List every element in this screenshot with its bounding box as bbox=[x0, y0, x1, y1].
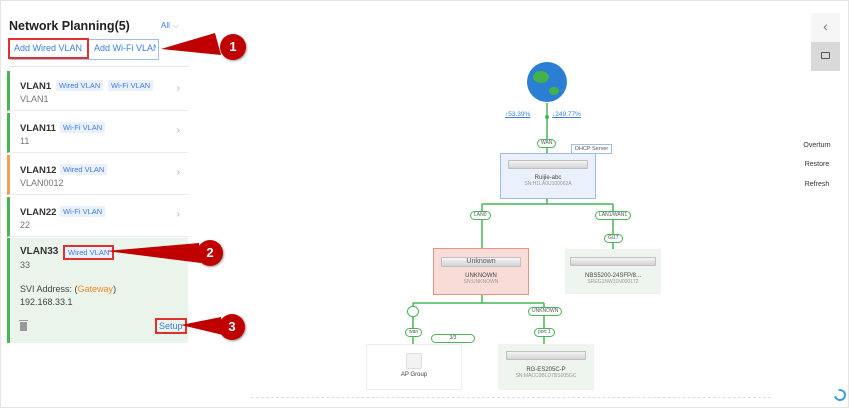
add-wired-vlan-tab[interactable]: Add Wired VLAN bbox=[14, 43, 83, 53]
panel-title: Network Planning(5) bbox=[9, 19, 130, 33]
collapse-panel-button[interactable]: ‹ bbox=[811, 13, 840, 42]
vlan-name: VLAN12 bbox=[20, 165, 57, 176]
device-icon bbox=[821, 52, 830, 59]
svi-ip: 192.168.33.1 bbox=[20, 297, 73, 307]
port-label: LAN1/WAN1 bbox=[595, 211, 632, 220]
collapse-node[interactable] bbox=[407, 306, 419, 317]
callout-1-pointer bbox=[161, 33, 221, 55]
port-label: Gi17 bbox=[604, 234, 623, 243]
poe-switch-device[interactable]: RG-ES205C-P SN:MACC0BLD7BS005GC bbox=[498, 344, 594, 390]
vlan-tag: Wi-Fi VLAN bbox=[108, 80, 154, 91]
chevron-down-icon: ⌵ bbox=[172, 21, 179, 30]
vlan-card[interactable]: VLAN1 Wired VLAN Wi-Fi VLAN VLAN1 › bbox=[7, 71, 188, 111]
download-rate: ↓249.77% bbox=[552, 111, 581, 118]
svi-close: ) bbox=[113, 284, 117, 294]
view-controls: Overturn Restore Refresh bbox=[797, 134, 837, 196]
access-point-icon bbox=[406, 353, 422, 369]
device-name: RG-ES205C-P bbox=[526, 367, 566, 373]
switch-device[interactable]: NBS5200-24SFP/8... SREG1NW31N000172 bbox=[565, 249, 661, 294]
chevron-right-icon: › bbox=[176, 83, 180, 94]
chevron-right-icon: › bbox=[176, 125, 180, 136]
chevron-right-icon: › bbox=[176, 167, 180, 178]
refresh-button[interactable]: Refresh bbox=[804, 181, 830, 188]
device-name: AP Group bbox=[400, 372, 428, 378]
vlan-card[interactable]: VLAN11 Wi-Fi VLAN 11 › bbox=[7, 113, 188, 153]
svi-address: SVI Address: (Gateway) bbox=[20, 284, 116, 294]
ap-count: 3/3 bbox=[431, 334, 475, 343]
add-vlan-tabs: Add Wired VLAN Add Wi-Fi VLAN bbox=[8, 38, 159, 60]
vlan-tag: Wired VLAN bbox=[56, 80, 104, 91]
switch-icon bbox=[570, 257, 656, 266]
device-sn: SN:H1LA0U100062A bbox=[524, 181, 572, 187]
vlan-tag: Wi-Fi VLAN bbox=[60, 122, 106, 133]
add-wifi-vlan-tab[interactable]: Add Wi-Fi VLAN bbox=[94, 43, 156, 53]
device-list-button[interactable] bbox=[811, 42, 840, 71]
callout-1: 1 bbox=[220, 34, 246, 60]
device-name: Ruijie-abc bbox=[534, 175, 562, 181]
device-sn: SREG1NW31N000172 bbox=[587, 279, 639, 285]
vlan-list-panel: Network Planning(5) All⌵ Add Wired VLAN … bbox=[5, 9, 190, 404]
trash-icon[interactable] bbox=[19, 320, 28, 331]
vlan-card[interactable]: VLAN22 Wi-Fi VLAN 22 › bbox=[7, 197, 188, 237]
vlan-id: 33 bbox=[20, 260, 31, 270]
setup-button[interactable]: Setup bbox=[155, 318, 187, 334]
vlan-card[interactable]: VLAN12 Wired VLAN VLAN0012 › bbox=[7, 155, 188, 195]
unknown-device[interactable]: Unknown UNKNOWN SN:UNKNOWN bbox=[433, 248, 529, 295]
gateway-label: Gateway bbox=[77, 284, 114, 294]
vlan-tag: Wi-Fi VLAN bbox=[60, 206, 106, 217]
port-label: LAN0 bbox=[470, 211, 491, 220]
port-label: port 1 bbox=[534, 328, 555, 337]
vlan-name: VLAN33 bbox=[20, 246, 59, 257]
unknown-title: Unknown bbox=[441, 257, 521, 267]
device-sn: SN:MACC0BLD7BS005GC bbox=[515, 373, 577, 379]
globe-land bbox=[533, 71, 549, 83]
link-dot bbox=[545, 115, 549, 119]
filter-dropdown[interactable]: All⌵ bbox=[161, 21, 179, 31]
port-label: UNKNOWN bbox=[528, 307, 563, 316]
svi-label: SVI Address: ( bbox=[20, 284, 78, 294]
router-icon bbox=[508, 160, 588, 169]
vlan-id: 22 bbox=[20, 220, 31, 230]
wired-vlan-tag: Wired VLAN bbox=[63, 245, 115, 260]
ap-group-device[interactable]: AP Group bbox=[366, 344, 462, 390]
dhcp-server-badge: DHCP Server bbox=[571, 144, 613, 154]
device-sn: SN:UNKNOWN bbox=[463, 279, 499, 285]
vlan-tag: Wired VLAN bbox=[60, 164, 108, 175]
restore-button[interactable]: Restore bbox=[804, 161, 830, 168]
callout-2-pointer bbox=[106, 243, 201, 263]
upload-rate: ↑53.39% bbox=[505, 111, 531, 118]
internet-globe-icon bbox=[527, 62, 567, 102]
overturn-button[interactable]: Overturn bbox=[803, 142, 831, 149]
switch-icon bbox=[506, 351, 586, 360]
vlan-id: VLAN0012 bbox=[20, 178, 64, 188]
vlan-name: VLAN22 bbox=[20, 207, 57, 218]
device-name: NBS5200-24SFP/8... bbox=[584, 273, 642, 279]
brand-logo-icon bbox=[831, 386, 849, 404]
wan-port-label: WAN bbox=[537, 139, 557, 148]
scroll-track bbox=[251, 397, 771, 398]
callout-3-pointer bbox=[181, 317, 223, 335]
chevron-right-icon: › bbox=[176, 209, 180, 220]
vlan-id: 11 bbox=[20, 136, 30, 146]
callout-3: 3 bbox=[219, 314, 245, 340]
globe-land bbox=[549, 87, 559, 95]
vlan-name: VLAN11 bbox=[20, 123, 56, 134]
filter-label: All bbox=[161, 21, 170, 30]
device-name: UNKNOWN bbox=[465, 273, 497, 279]
vlan-id: VLAN1 bbox=[20, 94, 49, 104]
vlan-name: VLAN1 bbox=[20, 81, 52, 92]
port-label: wan bbox=[405, 328, 423, 337]
divider bbox=[9, 66, 189, 67]
tab-highlight bbox=[8, 38, 89, 59]
callout-2: 2 bbox=[197, 240, 223, 266]
gateway-device[interactable]: Ruijie-abc SN:H1LA0U100062A bbox=[500, 153, 596, 199]
